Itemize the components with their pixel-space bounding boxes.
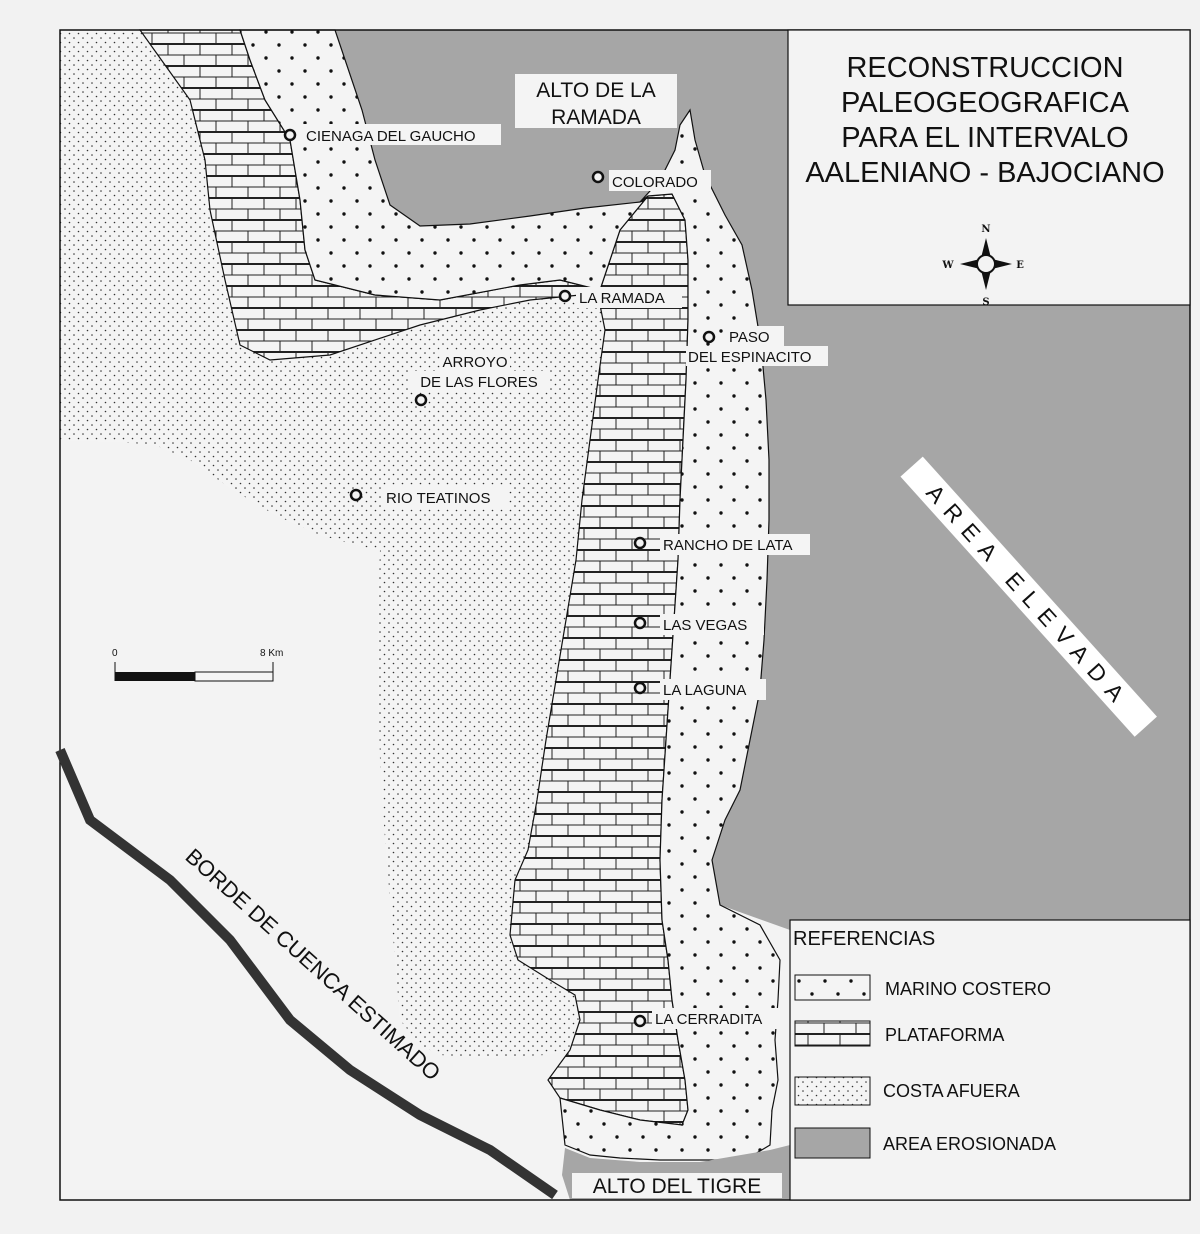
site-la-cerradita: LA CERRADITA xyxy=(633,1008,780,1029)
site-label-line-2: DEL ESPINACITO xyxy=(688,349,811,366)
area-elevada-label-bg xyxy=(900,456,1157,737)
site-label-bg xyxy=(660,679,766,700)
site-marker-icon xyxy=(633,536,647,550)
alto-tigre-label-bg xyxy=(572,1173,782,1198)
map-frame xyxy=(59,29,1191,1201)
site-label-bg xyxy=(609,170,711,191)
site-la-ramada: LA RAMADA xyxy=(558,287,682,308)
site-label-bg xyxy=(383,487,507,508)
site-label: LA RAMADA xyxy=(579,290,665,307)
site-label-bg xyxy=(726,326,784,346)
site-marker-icon xyxy=(591,170,605,184)
site-label: RIO TEATINOS xyxy=(386,490,490,507)
site-label-bg xyxy=(440,352,510,371)
alto-tigre-label: ALTO DEL TIGRE xyxy=(593,1175,761,1198)
title-line-1: RECONSTRUCCION xyxy=(846,52,1123,84)
legend-title: REFERENCIAS xyxy=(793,928,935,950)
scale-start: 0 xyxy=(112,648,118,659)
site-arroyo-de-las-flores: ARROYO DE LAS FLORES xyxy=(410,352,548,407)
legend-label-erosionada: AREA EROSIONADA xyxy=(883,1134,1056,1154)
site-label: COLORADO xyxy=(612,174,698,191)
site-marker-icon xyxy=(414,393,428,407)
legend-label-marino: MARINO COSTERO xyxy=(885,979,1051,999)
site-las-vegas: LAS VEGAS xyxy=(633,614,764,635)
site-rio-teatinos: RIO TEATINOS xyxy=(349,487,507,508)
compass-east: E xyxy=(1016,260,1024,271)
site-label-bg xyxy=(652,1008,780,1029)
title-line-3: PARA EL INTERVALO xyxy=(841,122,1128,154)
site-label: LA LAGUNA xyxy=(663,682,746,699)
coastal-marine-east xyxy=(559,108,781,1161)
site-label: LA CERRADITA xyxy=(655,1011,762,1028)
site-rancho-de-lata: RANCHO DE LATA xyxy=(633,534,810,555)
site-marker-icon xyxy=(633,1014,647,1028)
compass-rose-icon xyxy=(960,238,1012,290)
site-la-laguna: LA LAGUNA xyxy=(633,679,766,700)
alto-ramada-label-line-1: ALTO DE LA xyxy=(536,79,655,102)
site-marker-icon xyxy=(558,289,572,303)
site-marker-icon xyxy=(633,616,647,630)
site-label: LAS VEGAS xyxy=(663,617,747,634)
site-label-line-2: DE LAS FLORES xyxy=(420,374,538,391)
site-colorado: COLORADO xyxy=(591,170,711,191)
site-label-bg xyxy=(303,124,501,145)
site-label-bg xyxy=(410,371,548,391)
site-paso-del-espinacito: PASO DEL ESPINACITO xyxy=(686,326,828,366)
site-marker-icon xyxy=(633,681,647,695)
site-label-line-1: PASO xyxy=(729,329,770,346)
basin-border-line xyxy=(55,748,558,1200)
compass-north: N xyxy=(981,224,990,235)
site-label: RANCHO DE LATA xyxy=(663,537,792,554)
site-marker-icon xyxy=(349,488,363,502)
legend-swatch-costa xyxy=(794,1076,871,1106)
site-marker-icon xyxy=(283,128,297,142)
compass-west: W xyxy=(941,260,954,271)
site-label: CIENAGA DEL GAUCHO xyxy=(306,128,475,145)
legend-swatch-plataforma xyxy=(794,1020,871,1047)
site-label-line-1: ARROYO xyxy=(442,354,507,371)
legend-label-costa: COSTA AFUERA xyxy=(883,1081,1020,1101)
coastal-marine-north xyxy=(239,29,649,301)
legend-swatch-erosionada xyxy=(794,1127,871,1159)
scale-bar xyxy=(114,662,274,682)
legend-label-plataforma: PLATAFORMA xyxy=(885,1025,1004,1045)
legend-swatch-marino xyxy=(794,974,871,1001)
title-line-4: AALENIANO - BAJOCIANO xyxy=(805,157,1164,189)
site-label-bg xyxy=(576,287,682,308)
site-label-bg xyxy=(660,534,810,555)
alto-ramada-label-bg xyxy=(515,74,677,128)
alto-ramada-label-line-2: RAMADA xyxy=(551,106,641,129)
scale-end: 8 Km xyxy=(260,648,283,659)
offshore-zone xyxy=(60,30,605,1058)
site-cienaga-del-gaucho: CIENAGA DEL GAUCHO xyxy=(283,124,501,145)
compass-south: S xyxy=(982,297,989,308)
site-label-bg xyxy=(660,614,764,635)
site-marker-icon xyxy=(702,330,716,344)
title-line-2: PALEOGEOGRAFICA xyxy=(841,87,1130,119)
site-label-bg xyxy=(686,346,828,366)
